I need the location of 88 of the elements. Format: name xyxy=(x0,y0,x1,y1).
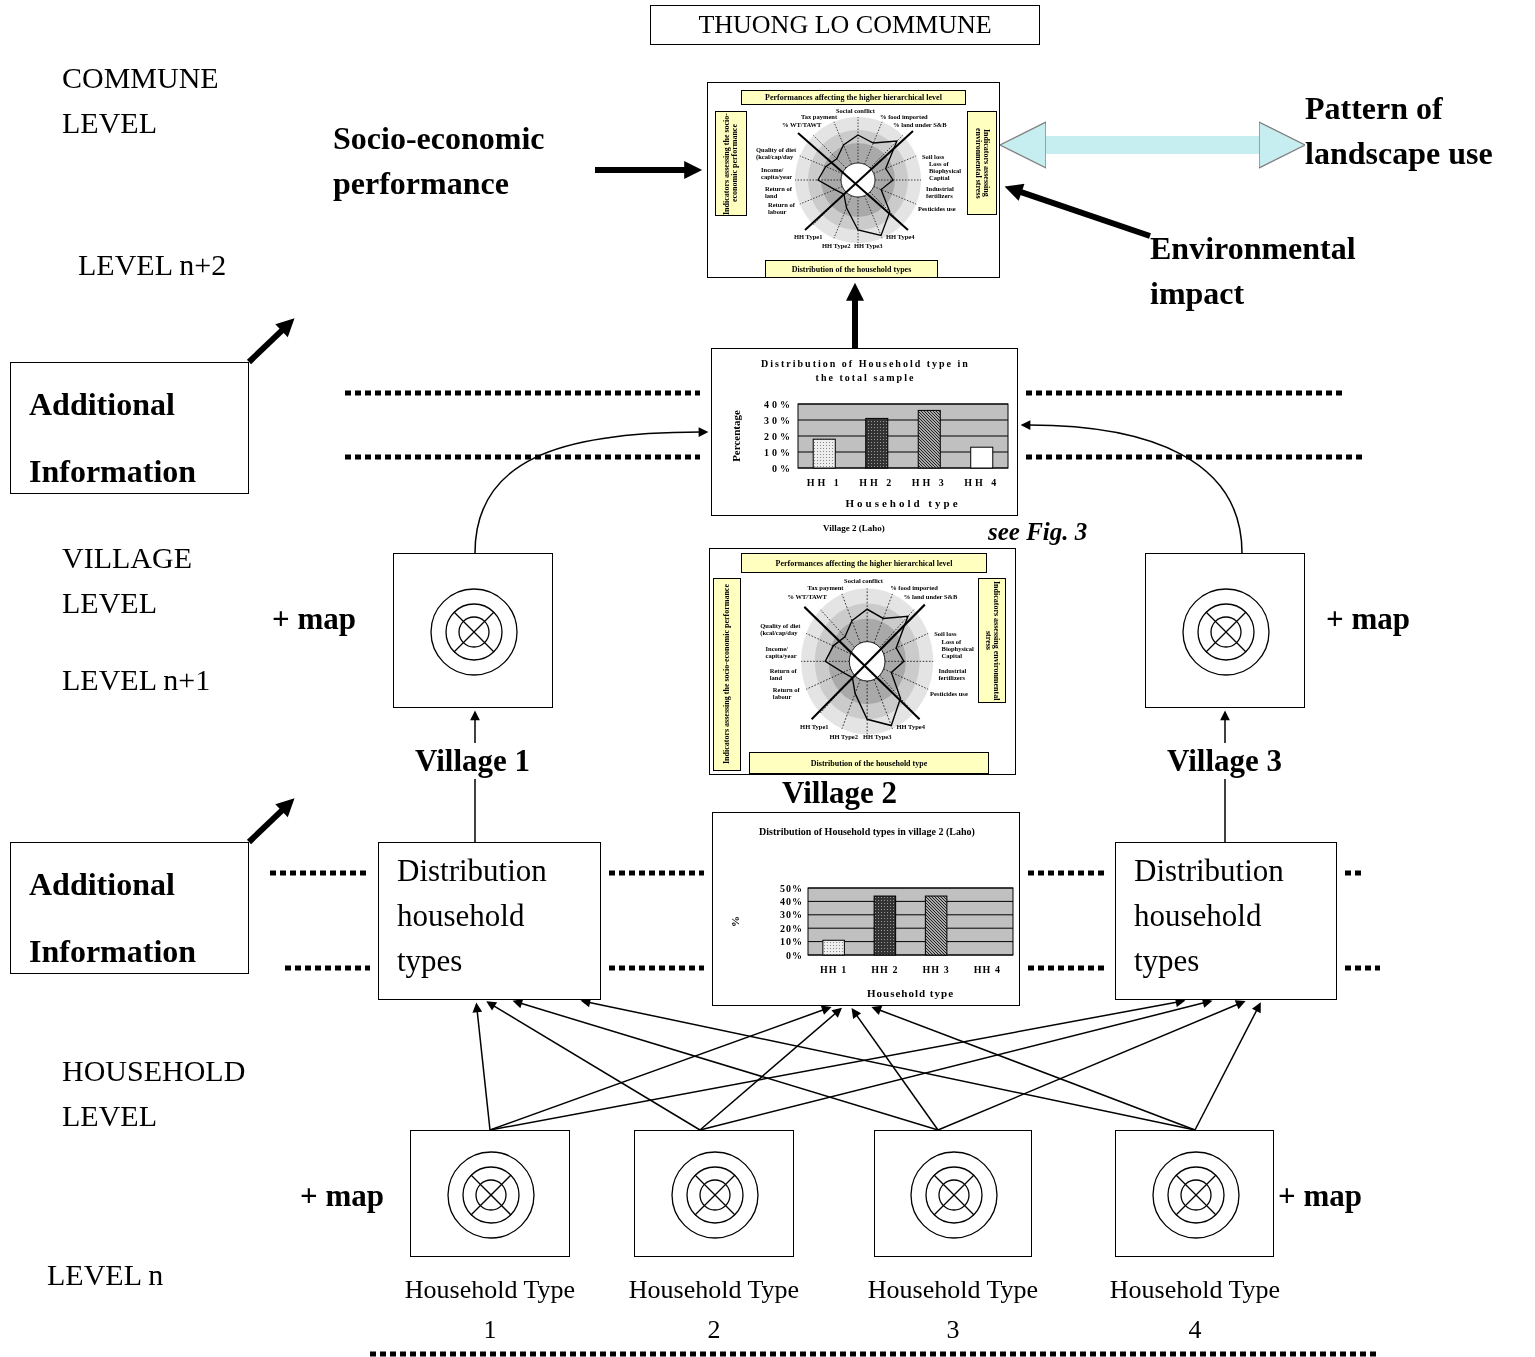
arrow xyxy=(699,998,1213,1131)
caption-text: Household Type 2 xyxy=(627,1274,801,1347)
arrow xyxy=(512,998,939,1131)
caption-text: Household Type 1 xyxy=(403,1274,577,1347)
arrow xyxy=(486,1001,701,1131)
text-box: THUONG LO COMMUNE xyxy=(650,5,1040,45)
arrow xyxy=(937,1000,1246,1131)
text-box: Distribution household types xyxy=(378,842,601,1000)
text-box: Indicators assessing environmental stress xyxy=(967,111,997,215)
text-box: Performances affecting the higher hierarchical level xyxy=(741,553,987,573)
arrow xyxy=(999,121,1306,169)
heading-text: Pattern of landscape use xyxy=(1305,86,1535,178)
arrow xyxy=(1020,420,1243,554)
caption-text: Household Type 3 xyxy=(866,1274,1040,1347)
tick-label: 10% xyxy=(780,936,803,948)
figure-reference: see Fig. 3 xyxy=(988,518,1088,546)
tick-label: 40% xyxy=(764,398,793,410)
tick-label: 40% xyxy=(780,895,803,907)
level-label: Village 2 xyxy=(782,775,898,811)
level-label: HOUSEHOLD LEVEL xyxy=(62,1053,247,1134)
arrow xyxy=(474,427,709,554)
arrow xyxy=(246,798,295,845)
chart-title: Distribution of Household types in village 2 (Laho) xyxy=(758,825,976,839)
map-box xyxy=(874,1130,1032,1257)
arrow xyxy=(871,1005,1196,1131)
arrow xyxy=(472,1002,491,1131)
map-box xyxy=(1115,1130,1274,1257)
axis-title: Household type xyxy=(845,497,961,509)
text-box: Performances affecting the higher hierarchical level xyxy=(741,90,966,105)
tick-label: 0% xyxy=(786,949,803,961)
tick-label: HH 2 xyxy=(871,964,899,975)
arrow xyxy=(1004,183,1151,239)
axis-title: Household type xyxy=(867,987,954,999)
text-box: Distribution of the household types xyxy=(765,260,938,278)
caption-text: + map xyxy=(300,1178,384,1214)
chart-panel xyxy=(709,548,1016,775)
tick-label: HH 3 xyxy=(911,477,947,488)
arrow xyxy=(699,1007,843,1131)
heading-text: Environmental impact xyxy=(1150,226,1412,318)
chart-caption: Village 2 (Laho) xyxy=(823,523,885,533)
tick-label: 10% xyxy=(764,446,793,458)
level-label: LEVEL n xyxy=(47,1258,164,1292)
caption-text: Household Type 4 xyxy=(1108,1274,1282,1347)
text-box: Additional Information xyxy=(10,842,249,974)
level-label: LEVEL n+1 xyxy=(62,663,211,697)
map-box xyxy=(410,1130,570,1257)
tick-label: 0% xyxy=(772,462,793,474)
tick-label: 50% xyxy=(780,882,803,894)
tick-label: 30% xyxy=(764,414,793,426)
map-box xyxy=(393,553,553,708)
text-box: Indicators assessing the socio-economic performance xyxy=(715,111,747,216)
arrow xyxy=(489,1005,832,1131)
caption-text: + map xyxy=(1326,601,1410,637)
tick-label: HH 3 xyxy=(922,964,950,975)
map-box xyxy=(1145,553,1305,708)
level-label: LEVEL n+2 xyxy=(78,248,227,282)
chart-panel xyxy=(712,812,1020,1006)
caption-text: + map xyxy=(272,601,356,637)
arrow xyxy=(595,161,703,179)
text-box: Distribution of the household type xyxy=(749,752,989,774)
level-label: COMMUNE LEVEL xyxy=(62,60,220,141)
chart-title: Distribution of Household type in the total sample xyxy=(760,357,971,384)
arrow xyxy=(1194,1002,1261,1131)
caption-text: + map xyxy=(1278,1178,1362,1214)
tick-label: HH 2 xyxy=(859,477,895,488)
arrow xyxy=(851,1008,939,1131)
arrow xyxy=(246,318,295,365)
text-box: Additional Information xyxy=(10,362,249,494)
level-label: Village 3 xyxy=(1167,743,1283,779)
chart-panel xyxy=(707,82,1000,278)
tick-label: HH 1 xyxy=(820,964,848,975)
arrow xyxy=(846,282,864,348)
heading-text: Socio-economic performance xyxy=(333,116,595,208)
tick-label: 20% xyxy=(764,430,793,442)
tick-label: 30% xyxy=(780,909,803,921)
tick-label: HH 4 xyxy=(964,477,1000,488)
level-label: VILLAGE LEVEL xyxy=(62,540,193,621)
map-box xyxy=(634,1130,794,1257)
tick-label: HH 4 xyxy=(973,964,1001,975)
axis-title: Percentage xyxy=(730,410,742,462)
tick-label: 20% xyxy=(780,922,803,934)
level-label: Village 1 xyxy=(415,743,531,779)
text-box: Indicators assessing environmental stress xyxy=(978,578,1006,703)
chart-panel xyxy=(711,348,1018,516)
text-box: Distribution household types xyxy=(1115,842,1337,1000)
tick-label: HH 1 xyxy=(806,477,842,488)
text-box: Indicators assessing the socio-economic performance xyxy=(713,578,741,771)
axis-title: % xyxy=(729,916,741,927)
